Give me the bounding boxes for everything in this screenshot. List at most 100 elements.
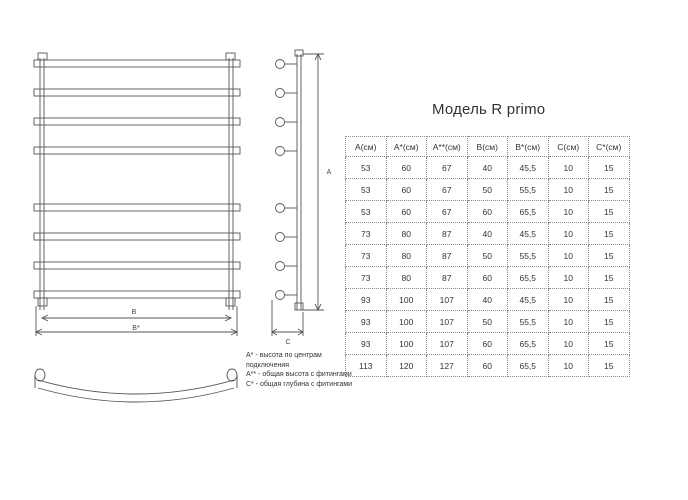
table-cell: 10 — [547, 244, 589, 267]
table-header-row: A(см) A*(см) A**(см) B(см) B*(см) C(см) … — [345, 136, 630, 157]
crossbar — [33, 88, 241, 97]
table-cell: 45,5 — [507, 222, 549, 245]
table-cell: 15 — [588, 266, 630, 289]
table-cell: 100 — [385, 288, 427, 311]
table-cell: 67 — [426, 200, 468, 223]
footnote-a-double-star: А** - общая высота с фитингами — [246, 371, 352, 379]
table-cell: 87 — [426, 244, 468, 267]
crossbar — [33, 146, 241, 155]
table-cell: 15 — [588, 156, 630, 179]
side-view — [271, 49, 324, 336]
table-cell: 15 — [588, 310, 630, 333]
table-cell: 50 — [466, 310, 508, 333]
label-a: A — [327, 169, 332, 176]
footnotes: А* - высота по центрам подключения А** -… — [246, 351, 366, 389]
table-cell: 55,5 — [507, 244, 549, 267]
table-cell: 45,5 — [507, 288, 549, 311]
table-cell: 55,5 — [507, 310, 549, 333]
table-cell: 40 — [466, 222, 508, 245]
table-cell: 73 — [345, 266, 387, 289]
table-cell: 80 — [385, 222, 427, 245]
top-view — [34, 368, 238, 403]
table-cell: 10 — [547, 354, 589, 377]
label-b: B — [132, 309, 137, 316]
table-cell: 50 — [466, 178, 508, 201]
table-cell: 10 — [547, 222, 589, 245]
table-cell: 87 — [426, 222, 468, 245]
table-cell: 100 — [385, 310, 427, 333]
table-cell: 120 — [385, 354, 427, 377]
table-cell: 60 — [466, 266, 508, 289]
label-c: C — [285, 339, 290, 346]
crossbar — [33, 261, 241, 270]
table-cell: 60 — [385, 178, 427, 201]
col-header: B*(см) — [507, 136, 549, 157]
table-cell: 10 — [547, 200, 589, 223]
table-cell: 40 — [466, 156, 508, 179]
model-title: Модель R primo — [432, 101, 546, 118]
table-cell: 60 — [385, 200, 427, 223]
table-cell: 107 — [426, 310, 468, 333]
table-cell: 15 — [588, 332, 630, 355]
col-header: C*(см) — [588, 136, 630, 157]
table-cell: 10 — [547, 266, 589, 289]
table-cell: 60 — [466, 332, 508, 355]
table-cell: 53 — [345, 178, 387, 201]
col-header: C(см) — [547, 136, 589, 157]
table-cell: 53 — [345, 200, 387, 223]
table-cell: 15 — [588, 288, 630, 311]
table-cell: 15 — [588, 178, 630, 201]
table-cell: 65,5 — [507, 266, 549, 289]
table-cell: 60 — [385, 156, 427, 179]
crossbar — [33, 203, 241, 212]
table-cell: 60 — [466, 200, 508, 223]
table-cell: 107 — [426, 288, 468, 311]
table-cell: 40 — [466, 288, 508, 311]
table-cell: 93 — [345, 288, 387, 311]
table-cell: 45,5 — [507, 156, 549, 179]
table-cell: 80 — [385, 266, 427, 289]
front-view — [33, 52, 241, 336]
dimensions-table: A(см) A*(см) A**(см) B(см) B*(см) C(см) … — [345, 136, 630, 377]
col-header: A**(см) — [426, 136, 468, 157]
table-cell: 65,5 — [507, 354, 549, 377]
col-header: A*(см) — [385, 136, 427, 157]
table-cell: 10 — [547, 288, 589, 311]
table-cell: 93 — [345, 310, 387, 333]
table-cell: 15 — [588, 222, 630, 245]
top-view-arc — [37, 379, 235, 395]
crossbar — [33, 117, 241, 126]
table-cell: 55,5 — [507, 178, 549, 201]
crossbar — [33, 232, 241, 241]
table-cell: 100 — [385, 332, 427, 355]
table-cell: 73 — [345, 244, 387, 267]
table-cell: 50 — [466, 244, 508, 267]
footnote-c-star: С* - общая глубина с фитингами — [246, 380, 353, 388]
table-cell: 53 — [345, 156, 387, 179]
col-header: B(см) — [466, 136, 508, 157]
table-cell: 65,5 — [507, 200, 549, 223]
table-cell: 67 — [426, 178, 468, 201]
table-cell: 10 — [547, 332, 589, 355]
table-cell: 10 — [547, 310, 589, 333]
table-cell: 87 — [426, 266, 468, 289]
crossbar — [33, 59, 241, 68]
table-cell: 80 — [385, 244, 427, 267]
table-cell: 10 — [547, 178, 589, 201]
col-header: A(см) — [345, 136, 387, 157]
table-cell: 127 — [426, 354, 468, 377]
table-cell: 15 — [588, 200, 630, 223]
table-cell: 107 — [426, 332, 468, 355]
footnote-a-star: А* - высота по центрам подключения — [246, 352, 322, 369]
